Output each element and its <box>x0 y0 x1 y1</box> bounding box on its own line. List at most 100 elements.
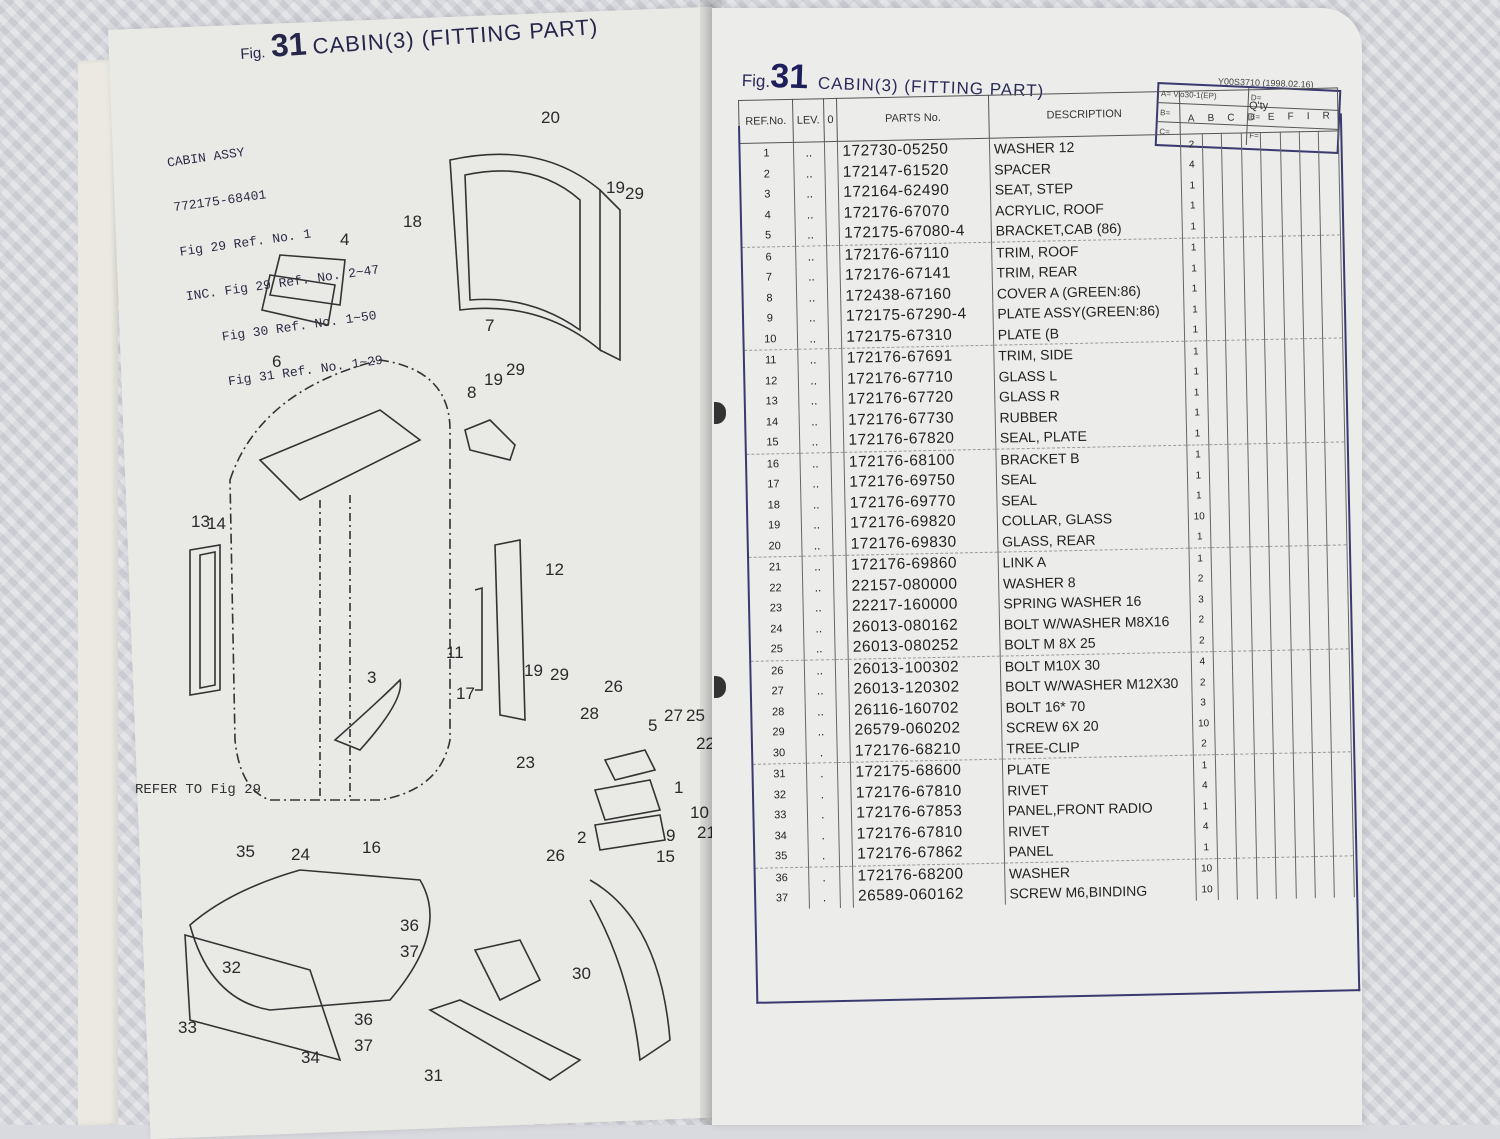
qty-b-cell <box>1206 340 1227 362</box>
qty-c-cell <box>1230 567 1251 589</box>
qty-i-cell <box>1300 172 1321 194</box>
lev-cell: . <box>806 783 839 805</box>
zero-cell <box>838 803 852 825</box>
qty-c-cell <box>1226 381 1247 403</box>
qty-i-cell <box>1304 359 1324 381</box>
parts-list-table-wrapper: REF.No. LEV. 0 PARTS No. DESCRIPTION Q't… <box>738 87 1357 999</box>
ref-cell: 34 <box>753 825 808 847</box>
qty-r-cell <box>1323 379 1344 401</box>
qty-f-cell <box>1293 794 1314 816</box>
qty-d-cell <box>1250 587 1271 609</box>
qty-c-cell <box>1227 422 1248 444</box>
qty-b-cell <box>1204 236 1225 259</box>
qty-d-cell <box>1250 567 1271 589</box>
qty-f-cell <box>1284 359 1305 381</box>
qty-r-cell <box>1323 337 1344 360</box>
qty-r-cell <box>1328 586 1349 608</box>
ref-cell: 10 <box>743 328 798 351</box>
qty-r-cell <box>1321 255 1342 277</box>
zero-cell <box>827 286 842 308</box>
qty-f-cell <box>1283 276 1303 298</box>
qty-f-cell <box>1286 421 1306 443</box>
qty-a-cell: 2 <box>1190 609 1213 631</box>
qty-f-cell <box>1282 235 1302 257</box>
qty-d-cell <box>1245 318 1265 340</box>
qty-c-cell <box>1234 753 1255 776</box>
lev-cell: .. <box>802 597 835 619</box>
qty-f-cell <box>1289 587 1310 609</box>
qty-b-cell <box>1209 485 1230 507</box>
callout-31: 31 <box>424 1066 443 1085</box>
callout-9: 9 <box>666 826 676 845</box>
qty-a-cell: 1 <box>1184 340 1208 363</box>
qty-r-cell <box>1319 151 1340 173</box>
col-parts-no: PARTS No. <box>836 95 990 142</box>
qty-e-cell <box>1272 691 1293 712</box>
zero-cell <box>830 430 845 453</box>
qty-b-cell <box>1202 154 1223 176</box>
zero-cell <box>825 223 840 246</box>
qty-f-cell <box>1287 483 1308 505</box>
qty-a-cell: 4 <box>1190 651 1214 673</box>
qty-d-cell <box>1247 442 1268 465</box>
callout-17: 17 <box>456 684 475 703</box>
qty-e-cell <box>1267 463 1288 485</box>
qty-b-cell <box>1214 692 1234 714</box>
qty-r-cell <box>1330 689 1351 711</box>
qty-e-cell <box>1268 504 1289 526</box>
qty-b-cell <box>1209 464 1230 486</box>
qty-e-cell <box>1267 484 1288 505</box>
qty-i-cell <box>1301 213 1321 236</box>
qty-i-cell <box>1301 255 1322 277</box>
qty-c-cell <box>1235 795 1256 817</box>
qty-r-cell <box>1333 855 1354 877</box>
callout-35: 35 <box>236 842 255 861</box>
binder-hole <box>714 676 726 698</box>
qty-i-cell <box>1308 566 1329 588</box>
qty-a-cell: 4 <box>1180 154 1204 176</box>
zero-cell <box>837 762 852 784</box>
ref-cell: 23 <box>748 597 804 620</box>
qty-c-cell <box>1234 732 1255 755</box>
qty-r-cell <box>1321 275 1342 297</box>
qty-r-cell <box>1334 876 1355 898</box>
qty-d-cell <box>1249 546 1270 568</box>
lev-cell: .. <box>804 700 837 722</box>
qty-r-cell <box>1319 172 1340 194</box>
zero-cell <box>834 617 849 639</box>
right-page <box>712 8 1362 1125</box>
lev-cell: .. <box>801 555 834 578</box>
zero-cell <box>834 637 849 660</box>
zero-cell <box>828 369 843 391</box>
callout-29b: 29 <box>506 360 525 379</box>
qty-col-i: I <box>1306 110 1310 122</box>
qty-col-c: C <box>1227 112 1235 124</box>
qty-i-cell <box>1312 752 1333 774</box>
qty-c-cell <box>1235 774 1256 796</box>
qty-c-cell <box>1229 505 1250 527</box>
qty-c-cell <box>1224 277 1245 299</box>
callout-8: 8 <box>467 383 477 402</box>
qty-f-cell <box>1280 152 1301 174</box>
qty-i-cell <box>1308 545 1328 567</box>
lev-cell: .. <box>798 410 831 432</box>
lev-cell: .. <box>800 493 833 515</box>
qty-i-cell <box>1310 648 1331 671</box>
qty-i-cell <box>1314 855 1335 878</box>
qty-f-cell <box>1284 338 1305 361</box>
qty-e-cell <box>1269 546 1290 568</box>
zero-cell <box>826 265 841 287</box>
qty-a-cell: 1 <box>1181 195 1205 217</box>
qty-c-cell <box>1229 484 1249 506</box>
lev-cell: . <box>805 741 838 764</box>
qty-f-cell <box>1289 607 1310 629</box>
callout-2: 2 <box>577 828 587 847</box>
qty-b-cell <box>1208 443 1229 466</box>
qty-f-cell <box>1293 773 1314 795</box>
qty-d-cell <box>1254 753 1275 775</box>
qty-r-cell <box>1328 606 1349 628</box>
qty-d-cell <box>1242 174 1262 195</box>
qty-b-cell <box>1217 836 1237 859</box>
lev-cell: .. <box>794 203 826 225</box>
ref-cell: 24 <box>749 618 804 640</box>
